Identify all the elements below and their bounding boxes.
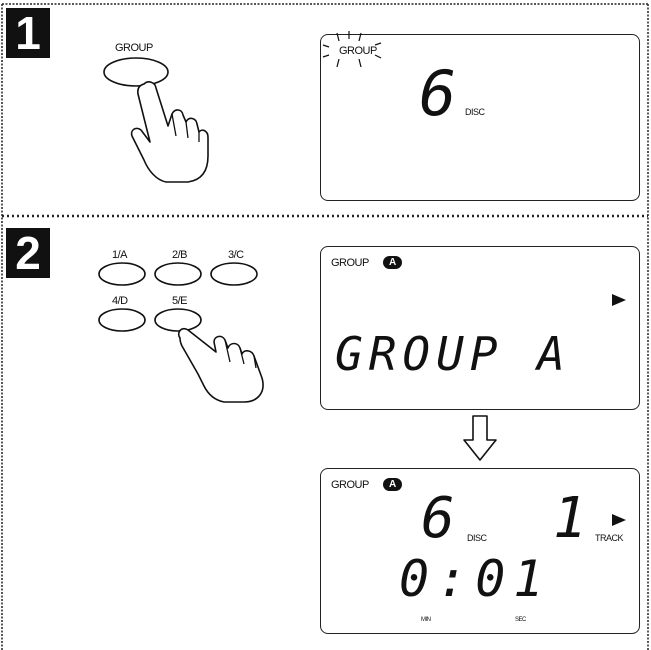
button-3c[interactable] — [208, 260, 260, 288]
down-arrow-icon — [462, 414, 498, 464]
step-1-display: GROUP 6 DISC — [320, 34, 640, 201]
step-2-display-a: GROUP A GROUP A — [320, 246, 640, 410]
step-2-display-b: GROUP A 6 DISC 1 TRACK 0:01 MIN SEC — [320, 468, 640, 634]
group-indicator: GROUP — [339, 45, 377, 57]
play-triangle-icon — [611, 293, 627, 307]
step-1-number: 1 — [6, 8, 50, 58]
track-digit: 1 — [553, 491, 587, 547]
sec-label: SEC — [515, 617, 526, 623]
button-2b[interactable] — [152, 260, 204, 288]
play-triangle-icon — [611, 513, 627, 527]
min-label: MIN — [421, 617, 431, 623]
button-1a[interactable] — [96, 260, 148, 288]
disc-digit: 6 — [419, 63, 456, 125]
disc-digit: 6 — [421, 491, 455, 547]
hand-pointer-icon — [172, 322, 272, 404]
track-unit: TRACK — [595, 533, 623, 543]
group-text: GROUP A — [335, 329, 571, 379]
disc-unit: DISC — [467, 533, 487, 543]
button-4d[interactable] — [96, 306, 148, 334]
group-badge: A — [383, 478, 402, 491]
group-indicator: GROUP — [331, 257, 369, 269]
group-badge: A — [383, 256, 402, 269]
group-indicator: GROUP — [331, 479, 369, 491]
disc-unit: DISC — [465, 107, 485, 117]
time-readout: 0:01 — [399, 551, 551, 607]
hand-pointer-icon — [122, 76, 212, 186]
step-2-number: 2 — [6, 228, 50, 278]
group-button-label: GROUP — [115, 42, 153, 54]
